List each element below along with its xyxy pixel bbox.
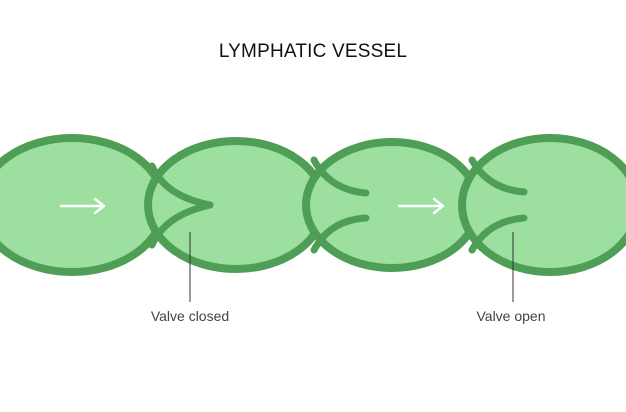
vessel-segment-2 bbox=[144, 137, 328, 273]
diagram-title: LYMPHATIC VESSEL bbox=[219, 41, 407, 62]
open-valve-middle bbox=[310, 156, 370, 254]
closed-valve-upper-leaflet bbox=[148, 162, 214, 209]
vessel-segment-4 bbox=[458, 134, 626, 276]
valve-closed-label: Valve closed bbox=[151, 308, 229, 324]
open-valve bbox=[468, 156, 528, 254]
valve-open-label: Valve open bbox=[476, 308, 545, 324]
open-valve-middle-upper-leaflet bbox=[310, 156, 370, 197]
open-valve-middle-lower-leaflet bbox=[310, 214, 370, 254]
right-arrow-icon bbox=[59, 197, 106, 215]
valves bbox=[148, 156, 528, 254]
right-arrow-icon bbox=[397, 197, 445, 215]
open-valve-upper-leaflet bbox=[468, 156, 528, 196]
pointer-lines bbox=[189, 232, 514, 302]
vessel-body bbox=[0, 134, 626, 276]
closed-valve-lower-leaflet bbox=[148, 201, 214, 249]
vessel-segment-3 bbox=[302, 138, 482, 272]
closed-valve bbox=[148, 162, 214, 249]
open-valve-lower-leaflet bbox=[468, 214, 528, 254]
flow-arrows bbox=[59, 197, 445, 215]
